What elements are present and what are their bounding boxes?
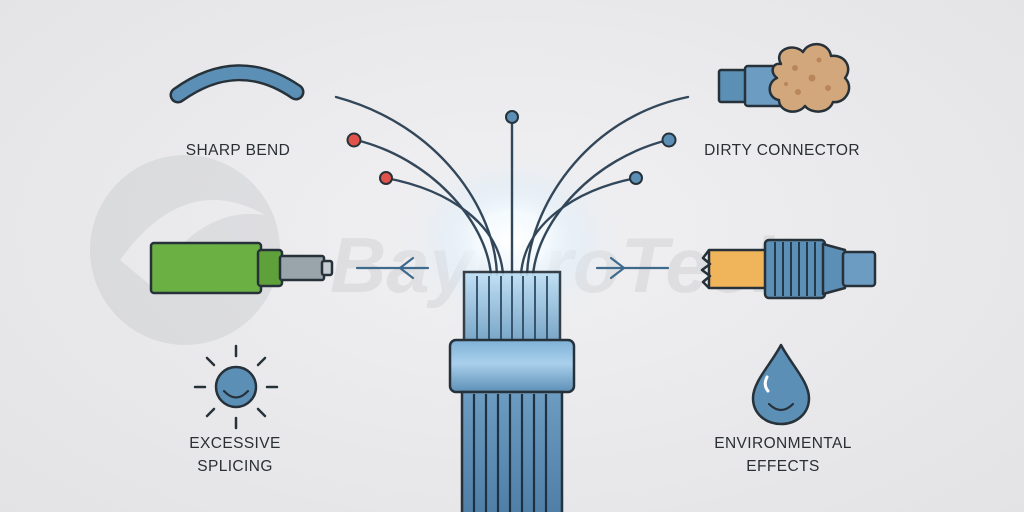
fiber-left-3 [384, 176, 505, 277]
label-excessive-splicing-line-1: EXCESSIVE [189, 435, 281, 452]
endpoint-red-left-upper [346, 132, 362, 148]
arrow-right [595, 256, 670, 280]
fiber-right-2 [531, 138, 670, 277]
fiber-endpoints [346, 110, 677, 185]
curved-fiber-icon [169, 64, 305, 104]
endpoint-blue-right-lower [629, 171, 643, 185]
fiber-strands [334, 95, 690, 277]
label-environmental-effects-line-2: EFFECTS [746, 458, 820, 475]
label-excessive-splicing: EXCESSIVE SPLICING [150, 432, 320, 478]
label-environmental-effects: ENVIRONMENTAL EFFECTS [693, 432, 873, 478]
endpoint-center [505, 110, 519, 124]
green-connector-icon [149, 241, 334, 295]
water-drop-icon [751, 343, 811, 426]
label-excessive-splicing-line-2: SPLICING [197, 458, 273, 475]
arrow-left [355, 256, 430, 280]
fiber-bundle-icon [448, 270, 576, 512]
label-environmental-effects-line-1: ENVIRONMENTAL [714, 435, 852, 452]
label-dirty-connector: DIRTY CONNECTOR [704, 142, 860, 159]
label-sharp-bend: SHARP BEND [185, 142, 291, 159]
fiber-right-3 [519, 176, 638, 277]
endpoint-blue-right-upper [661, 132, 677, 148]
frayed-fiber-connector-icon [700, 238, 877, 300]
fiber-left-2 [354, 138, 493, 277]
fiber-left-1 [334, 95, 499, 277]
endpoint-red-left-lower [379, 171, 393, 185]
sun-icon [193, 344, 279, 430]
fiber-right-1 [525, 95, 690, 277]
dirty-connector-icon [717, 43, 851, 113]
